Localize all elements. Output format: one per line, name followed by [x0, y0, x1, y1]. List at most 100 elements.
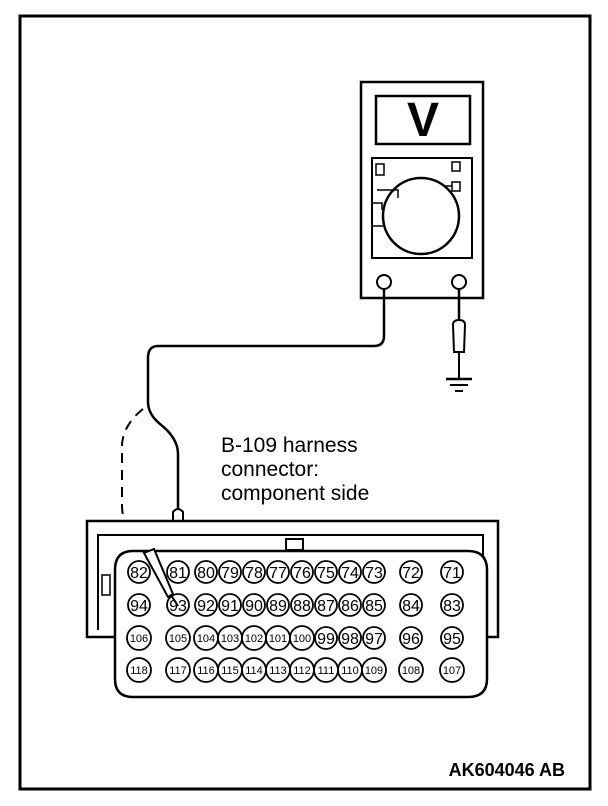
- figure-id: AK604046 AB: [449, 760, 565, 780]
- pin-78-label: 78: [245, 565, 263, 582]
- pin-102-label: 102: [245, 633, 263, 645]
- pin-93: 93: [166, 593, 190, 617]
- pin-72-label: 72: [402, 565, 420, 582]
- pin-81-label: 81: [169, 565, 187, 582]
- pin-71-circle: [440, 560, 464, 584]
- dial-marking-middle: [373, 202, 383, 210]
- pin-105-circle: [165, 625, 191, 651]
- connector-key: [285, 538, 304, 551]
- pin-74: 74: [338, 560, 362, 584]
- pin-86-label: 86: [341, 598, 359, 615]
- pin-88-circle: [290, 593, 314, 617]
- pin-91: 91: [218, 593, 242, 617]
- pin-114: 114: [241, 657, 267, 683]
- com-terminal: [376, 274, 392, 290]
- pin-108-label: 108: [402, 665, 420, 677]
- pin-95-circle: [440, 626, 464, 650]
- pin-88-label: 88: [293, 598, 311, 615]
- pin-82: 82: [127, 560, 151, 584]
- pin-118-label: 118: [130, 665, 148, 677]
- pin-115: 115: [217, 657, 243, 683]
- connector-latch-left: [101, 574, 111, 596]
- pin-103-label: 103: [221, 633, 239, 645]
- pin-118-circle: [126, 657, 152, 683]
- pin-116-label: 116: [197, 665, 215, 677]
- pin-77-circle: [266, 560, 290, 584]
- pin-109: 109: [361, 657, 387, 683]
- multimeter: V: [359, 80, 485, 300]
- pin-106-circle: [126, 625, 152, 651]
- pin-83-circle: [440, 593, 464, 617]
- pin-94: 94: [127, 593, 151, 617]
- selector-dial: [381, 176, 461, 256]
- pin-105: 105: [165, 625, 191, 651]
- pin-100: 100: [289, 625, 315, 651]
- pin-115-label: 115: [221, 665, 239, 677]
- pin-110: 110: [337, 657, 363, 683]
- mode-switch-right-bottom: [451, 181, 461, 192]
- pin-91-circle: [218, 593, 242, 617]
- pin-99-circle: [314, 626, 338, 650]
- pin-80: 80: [194, 560, 218, 584]
- pin-107-label: 107: [443, 665, 461, 677]
- pin-109-circle: [361, 657, 387, 683]
- pin-77: 77: [266, 560, 290, 584]
- pin-80-label: 80: [197, 565, 215, 582]
- pin-103: 103: [217, 625, 243, 651]
- pin-107-circle: [439, 657, 465, 683]
- pin-102: 102: [241, 625, 267, 651]
- pin-75-circle: [314, 560, 338, 584]
- pin-104: 104: [193, 625, 219, 651]
- pin-74-label: 74: [341, 565, 359, 582]
- pin-78-circle: [242, 560, 266, 584]
- pin-95-label: 95: [443, 631, 461, 648]
- back-probe-dashed-path: [121, 408, 151, 559]
- mode-switch-right-top: [451, 161, 461, 172]
- pin-111-label: 111: [318, 665, 335, 677]
- pin-100-circle: [289, 625, 315, 651]
- pin-95: 95: [440, 626, 464, 650]
- pin-100-label: 100: [293, 633, 311, 645]
- pin-89-circle: [266, 593, 290, 617]
- pin-98-circle: [338, 626, 362, 650]
- pin-73-label: 73: [365, 565, 383, 582]
- mode-switch-left: [375, 163, 385, 176]
- back-probe-pin: [142, 547, 175, 599]
- connector-label-line3: component side: [221, 482, 369, 505]
- pin-110-label: 110: [341, 665, 359, 677]
- pin-97-label: 97: [365, 631, 383, 648]
- pin-94-label: 94: [130, 598, 148, 615]
- pin-98-label: 98: [341, 631, 359, 648]
- pin-101-label: 101: [269, 633, 287, 645]
- pin-80-circle: [194, 560, 218, 584]
- pin-93-label: 93: [169, 598, 187, 615]
- pin-117-circle: [165, 657, 191, 683]
- pin-92-label: 92: [197, 598, 215, 615]
- pin-104-label: 104: [197, 633, 215, 645]
- pin-89: 89: [266, 593, 290, 617]
- pin-81-circle: [166, 560, 190, 584]
- pin-72-circle: [399, 560, 423, 584]
- pin-71-label: 71: [443, 565, 461, 582]
- back-probe-tip: [170, 594, 179, 607]
- pin-111: 111: [313, 657, 339, 683]
- pin-113-label: 113: [269, 665, 287, 677]
- pin-82-label: 82: [130, 565, 148, 582]
- pin-112: 112: [289, 657, 315, 683]
- test-lead-wire: [146, 289, 386, 512]
- figure-frame: [18, 14, 592, 791]
- pin-85: 85: [362, 593, 386, 617]
- pin-77-label: 77: [269, 565, 287, 582]
- pin-83-label: 83: [443, 598, 461, 615]
- ground-probe: [451, 318, 467, 353]
- pin-96: 96: [399, 626, 423, 650]
- connector-label-line2: connector:: [221, 458, 319, 481]
- pin-87-circle: [314, 593, 338, 617]
- pin-108: 108: [398, 657, 424, 683]
- connector-label-line1: B-109 harness: [221, 434, 358, 457]
- pin-94-circle: [127, 593, 151, 617]
- pin-87-label: 87: [317, 598, 335, 615]
- pin-90-circle: [242, 593, 266, 617]
